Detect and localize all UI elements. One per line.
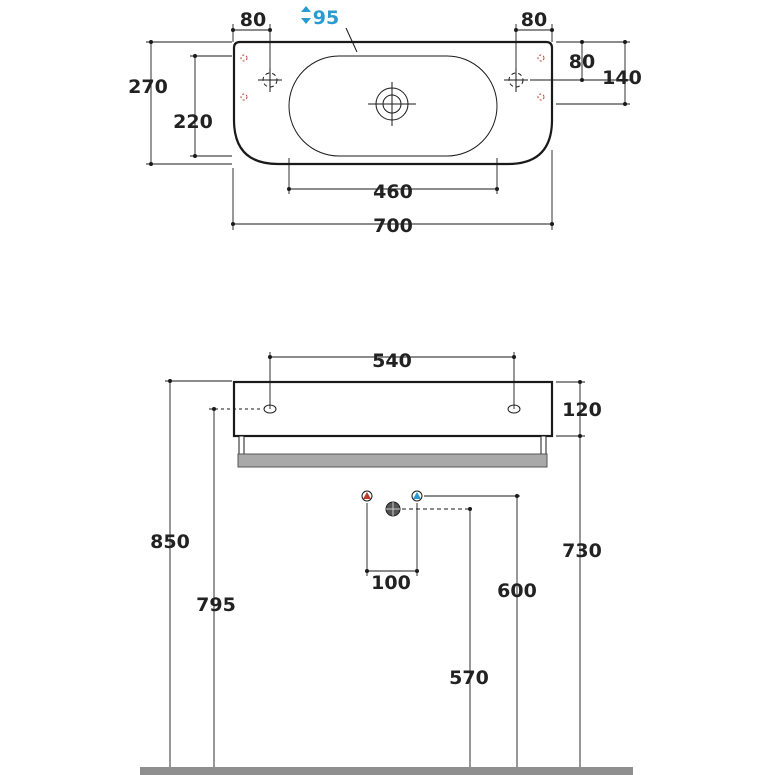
dim-total-depth: 270 xyxy=(128,76,168,98)
dim-floor-to-top: 850 xyxy=(150,531,190,553)
dim-right-height: 140 xyxy=(602,67,642,89)
drain-outlet xyxy=(385,501,401,517)
tap-hole-right xyxy=(504,68,528,92)
top-view: 80 95 80 270 220 80 140 460 700 xyxy=(128,6,642,237)
hot-water-valve xyxy=(361,490,373,502)
dim-right-height-small: 80 xyxy=(569,51,595,73)
drain-size-label: 95 xyxy=(301,6,339,29)
cold-water-triangle-icon xyxy=(413,492,421,499)
bowl-outline xyxy=(288,55,498,157)
fixing-hole-bl xyxy=(240,93,248,101)
dim-floor-to-drain: 570 xyxy=(449,667,489,689)
dim-inner-depth: 220 xyxy=(173,111,213,133)
drain-leader xyxy=(345,27,358,53)
dim-floor-to-bottom: 730 xyxy=(562,540,602,562)
dim-floor-to-valves: 600 xyxy=(497,580,537,602)
dim-drain: 95 xyxy=(313,7,339,29)
rail-post-right xyxy=(540,435,547,455)
dim-height: 120 xyxy=(562,399,602,421)
front-view: 540 120 850 795 100 600 570 730 xyxy=(140,350,633,775)
cold-water-valve xyxy=(411,490,423,502)
dim-bowl-width: 460 xyxy=(373,181,413,203)
tap-hole-left xyxy=(258,68,282,92)
dim-floor-to-tap-holes: 795 xyxy=(196,594,236,616)
fixing-hole-tr xyxy=(537,54,545,62)
rail-post-left xyxy=(238,435,245,455)
dim-right-offset: 80 xyxy=(521,9,547,31)
towel-bar xyxy=(237,453,548,468)
hot-water-triangle-icon xyxy=(363,492,371,499)
floor xyxy=(140,767,633,775)
basin-front-outline xyxy=(232,380,554,438)
dim-valve-spacing: 100 xyxy=(371,572,411,594)
up-down-arrow-icon xyxy=(301,6,311,24)
dim-total-width: 700 xyxy=(373,215,413,237)
basin-top-outline xyxy=(232,40,554,166)
dim-left-offset: 80 xyxy=(240,9,266,31)
dim-tap-spacing: 540 xyxy=(372,350,412,372)
fixing-hole-br xyxy=(537,93,545,101)
fixing-hole-tl xyxy=(240,54,248,62)
